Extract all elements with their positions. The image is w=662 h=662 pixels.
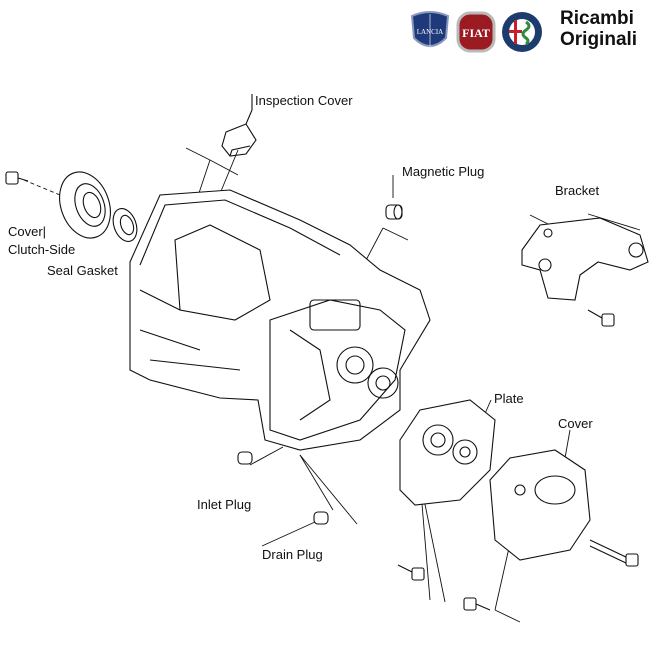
drain-plug-part[interactable]	[313, 511, 329, 525]
fiat-logo: FIAT	[456, 11, 496, 53]
clutch-side-cover-part[interactable]	[51, 165, 119, 245]
label-seal-gasket[interactable]: Seal Gasket	[47, 263, 118, 278]
bracket-bolt-part[interactable]	[587, 309, 615, 327]
svg-text:LANCIA: LANCIA	[417, 28, 443, 36]
label-plate[interactable]: Plate	[494, 391, 524, 406]
inspection-cover-part[interactable]	[221, 94, 257, 157]
cover-lower-bolt-part[interactable]	[463, 597, 491, 611]
magnetic-plug-part[interactable]	[385, 204, 403, 220]
lancia-logo: LANCIA	[410, 11, 450, 48]
gearbox-housing-part[interactable]	[129, 189, 431, 451]
brand-text-line1: Ricambi	[560, 8, 634, 29]
label-inspection-cover[interactable]: Inspection Cover	[255, 93, 353, 108]
brand-logos: LANCIA FIAT	[408, 10, 558, 54]
label-bracket[interactable]: Bracket	[555, 183, 600, 198]
label-cover-clutch-side-line2[interactable]: Clutch-Side	[8, 242, 76, 257]
rear-cover-part[interactable]	[489, 449, 591, 561]
label-cover-clutch-side-line1[interactable]: Cover|	[8, 224, 47, 239]
bolt-part[interactable]	[5, 171, 29, 185]
inlet-plug-part[interactable]	[237, 451, 253, 465]
label-drain-plug[interactable]: Drain Plug	[262, 547, 323, 562]
label-inlet-plug[interactable]: Inlet Plug	[197, 497, 252, 512]
brand-text: Ricambi Originali	[560, 8, 637, 50]
logo-badges: LANCIA FIAT	[410, 11, 542, 53]
label-magnetic-plug[interactable]: Magnetic Plug	[402, 164, 485, 179]
plate-part[interactable]	[399, 399, 496, 506]
brand-text-line2: Originali	[560, 29, 638, 50]
plate-bolt-part[interactable]	[397, 564, 425, 581]
cover-bolt-part[interactable]	[589, 539, 639, 567]
alfa-romeo-logo	[502, 12, 542, 52]
label-cover[interactable]: Cover	[558, 416, 593, 431]
seal-gasket-part[interactable]	[109, 205, 141, 244]
svg-text:FIAT: FIAT	[462, 26, 490, 40]
bracket-part[interactable]	[521, 217, 649, 301]
